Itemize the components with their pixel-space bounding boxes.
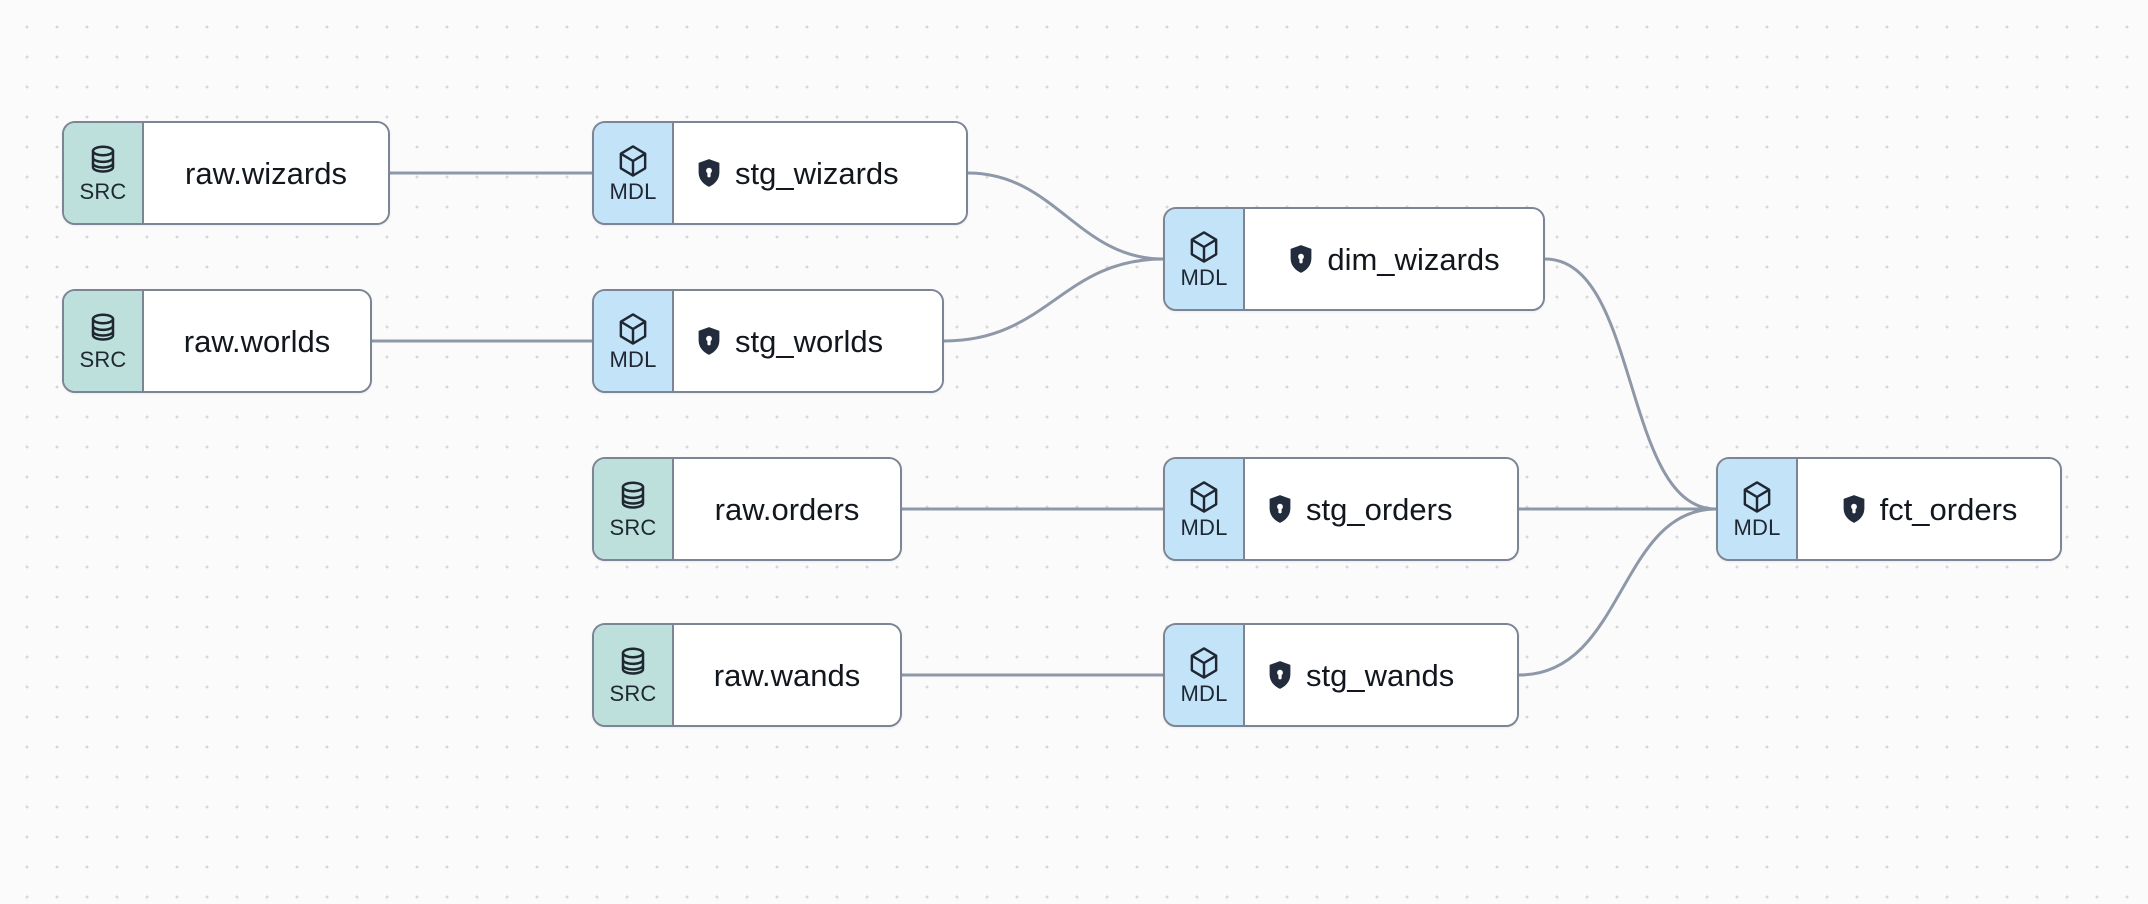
node-label: fct_orders [1879, 491, 2018, 527]
node-badge-label: SRC [609, 680, 657, 706]
node-body: stg_wands [1245, 625, 1517, 725]
edge-dim-wizards-to-fct-orders [1543, 257, 1718, 511]
node-body: stg_wizards [674, 123, 966, 223]
shield-lock-icon [1267, 494, 1293, 524]
node-badge-mdl: MDL [1165, 459, 1245, 559]
node-label: raw.wands [713, 657, 861, 693]
node-badge-src: SRC [594, 625, 674, 725]
node-dim-wizards[interactable]: MDL dim_wizards [1163, 207, 1545, 311]
node-badge-label: MDL [609, 346, 657, 372]
node-body: raw.wands [674, 625, 900, 725]
database-icon [88, 312, 118, 346]
node-badge-mdl: MDL [1165, 209, 1245, 309]
cube-icon [1188, 646, 1220, 680]
cube-icon [617, 144, 649, 178]
node-body: raw.wizards [144, 123, 388, 223]
edge-stg-wizards-to-dim-wizards [966, 171, 1165, 261]
node-badge-mdl: MDL [594, 123, 674, 223]
shield-lock-icon [1288, 244, 1314, 274]
node-label: stg_worlds [735, 323, 884, 359]
edge-stg-wands-to-fct-orders [1517, 507, 1718, 677]
node-badge-label: SRC [79, 178, 127, 204]
cube-icon [1741, 480, 1773, 514]
cube-icon [1188, 230, 1220, 264]
node-label: raw.orders [714, 491, 860, 527]
database-icon [618, 480, 648, 514]
node-stg-worlds[interactable]: MDL stg_worlds [592, 289, 944, 393]
node-badge-src: SRC [594, 459, 674, 559]
node-label: dim_wizards [1327, 241, 1500, 277]
node-body: raw.worlds [144, 291, 370, 391]
node-stg-orders[interactable]: MDL stg_orders [1163, 457, 1519, 561]
cube-icon [617, 312, 649, 346]
node-label: stg_wands [1306, 657, 1455, 693]
node-stg-wizards[interactable]: MDL stg_wizards [592, 121, 968, 225]
node-stg-wands[interactable]: MDL stg_wands [1163, 623, 1519, 727]
node-body: raw.orders [674, 459, 900, 559]
node-badge-label: MDL [1180, 680, 1228, 706]
node-body: stg_orders [1245, 459, 1517, 559]
edge-stg-worlds-to-dim-wizards [942, 257, 1165, 343]
node-label: stg_wizards [735, 155, 899, 191]
node-badge-mdl: MDL [1718, 459, 1798, 559]
node-badge-label: MDL [1180, 264, 1228, 290]
node-raw-wands[interactable]: SRC raw.wands [592, 623, 902, 727]
node-raw-worlds[interactable]: SRC raw.worlds [62, 289, 372, 393]
node-label: raw.worlds [183, 323, 331, 359]
node-badge-src: SRC [64, 291, 144, 391]
node-label: raw.wizards [185, 155, 347, 191]
node-raw-orders[interactable]: SRC raw.orders [592, 457, 902, 561]
node-badge-mdl: MDL [594, 291, 674, 391]
database-icon [618, 646, 648, 680]
shield-lock-icon [696, 158, 722, 188]
node-badge-src: SRC [64, 123, 144, 223]
node-badge-label: SRC [609, 514, 657, 540]
node-body: dim_wizards [1245, 209, 1543, 309]
node-badge-mdl: MDL [1165, 625, 1245, 725]
node-raw-wizards[interactable]: SRC raw.wizards [62, 121, 390, 225]
node-body: fct_orders [1798, 459, 2060, 559]
shield-lock-icon [1267, 660, 1293, 690]
shield-lock-icon [696, 326, 722, 356]
node-badge-label: MDL [609, 178, 657, 204]
node-badge-label: SRC [79, 346, 127, 372]
database-icon [88, 144, 118, 178]
node-body: stg_worlds [674, 291, 942, 391]
shield-lock-icon [1841, 494, 1867, 524]
node-badge-label: MDL [1733, 514, 1781, 540]
node-badge-label: MDL [1180, 514, 1228, 540]
node-fct-orders[interactable]: MDL fct_orders [1716, 457, 2062, 561]
node-label: stg_orders [1306, 491, 1453, 527]
cube-icon [1188, 480, 1220, 514]
